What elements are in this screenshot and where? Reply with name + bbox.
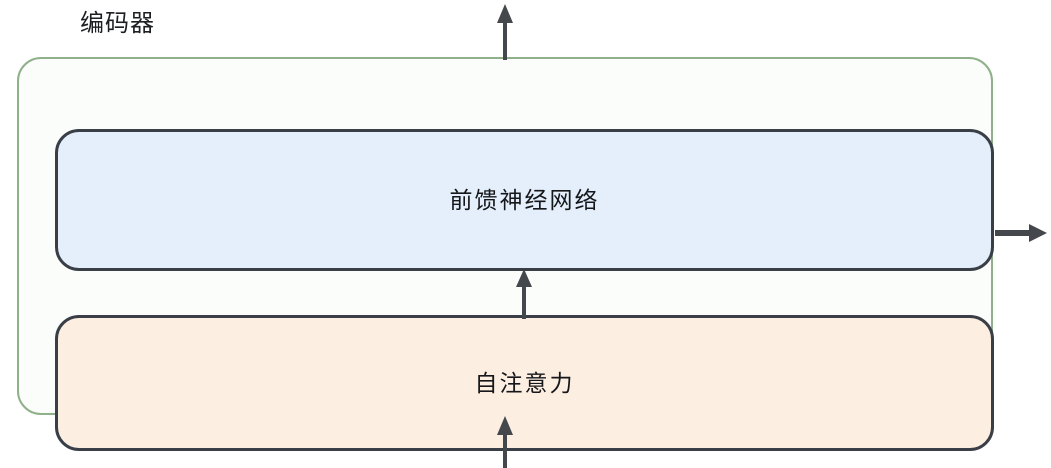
feed-forward-block-label: 前馈神经网络 [449, 187, 600, 213]
arrow-up-icon [497, 416, 513, 468]
self-attention-block-label: 自注意力 [474, 370, 575, 396]
self-attention-block[interactable]: 自注意力 [55, 315, 994, 451]
arrow-right-icon [995, 224, 1047, 242]
feed-forward-block[interactable]: 前馈神经网络 [55, 129, 994, 271]
arrow-up-icon [497, 4, 513, 60]
encoder-group-label: 编码器 [80, 10, 155, 37]
arrow-up-icon [516, 269, 532, 319]
encoder-group-container: 前馈神经网络 自注意力 [17, 57, 994, 451]
